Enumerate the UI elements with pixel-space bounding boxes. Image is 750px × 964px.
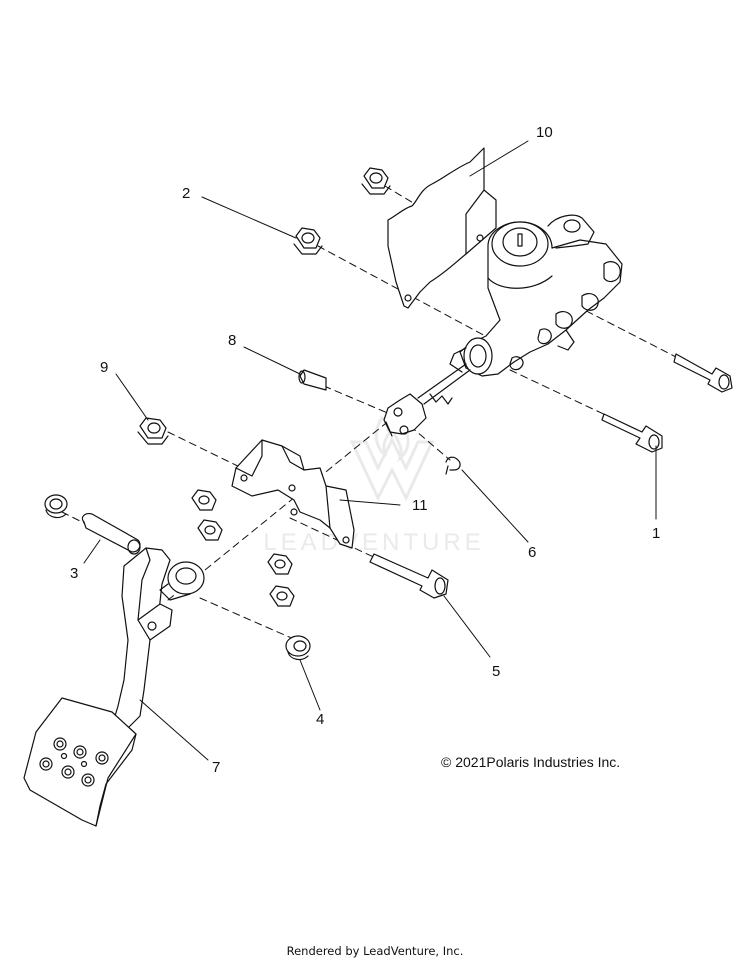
- part-bushing-sleeve-3: [44, 494, 141, 555]
- part-brake-pedal: [23, 547, 205, 827]
- part-nut-9: [137, 417, 169, 445]
- part-push-rod: [383, 363, 471, 437]
- part-bolt-1-lower: [601, 413, 663, 453]
- callout-3: 3: [70, 565, 78, 582]
- part-flange-nut-upper: [361, 167, 391, 195]
- watermark-text: LEADVENTURE: [263, 529, 484, 556]
- part-heat-shield: [387, 147, 497, 309]
- part-clevis-pin: [298, 369, 327, 391]
- part-flange-nuts-bracket: [191, 489, 295, 607]
- part-pedal-bracket: [231, 439, 355, 549]
- callout-9: 9: [100, 359, 108, 376]
- footer-rendered-by: Rendered by LeadVenture, Inc.: [286, 944, 464, 958]
- part-flange-nut-2: [293, 227, 323, 255]
- part-cotter-clip: [445, 456, 461, 475]
- assembly-centerlines: [61, 185, 677, 641]
- callout-5: 5: [492, 663, 500, 680]
- callout-8: 8: [228, 332, 236, 349]
- part-pivot-bolt: [369, 553, 449, 599]
- part-master-cylinder: [449, 214, 623, 377]
- callout-11: 11: [412, 497, 428, 514]
- callout-10: 10: [536, 124, 553, 141]
- callout-7: 7: [212, 759, 220, 776]
- callout-labels: 1 2 3 4 5 6 7 8 9 10 11: [70, 124, 660, 776]
- callout-2: 2: [182, 185, 190, 202]
- callout-6: 6: [528, 544, 536, 561]
- part-bolt-1-upper: [673, 353, 733, 393]
- part-bushing-4: [285, 635, 311, 661]
- callout-leader-lines: [83, 140, 657, 761]
- callout-1: 1: [652, 525, 660, 542]
- leadventure-watermark-logo: LEADVENTURE: [263, 416, 484, 556]
- callout-4: 4: [316, 711, 324, 728]
- copyright-text: © 2021Polaris Industries Inc.: [441, 754, 621, 770]
